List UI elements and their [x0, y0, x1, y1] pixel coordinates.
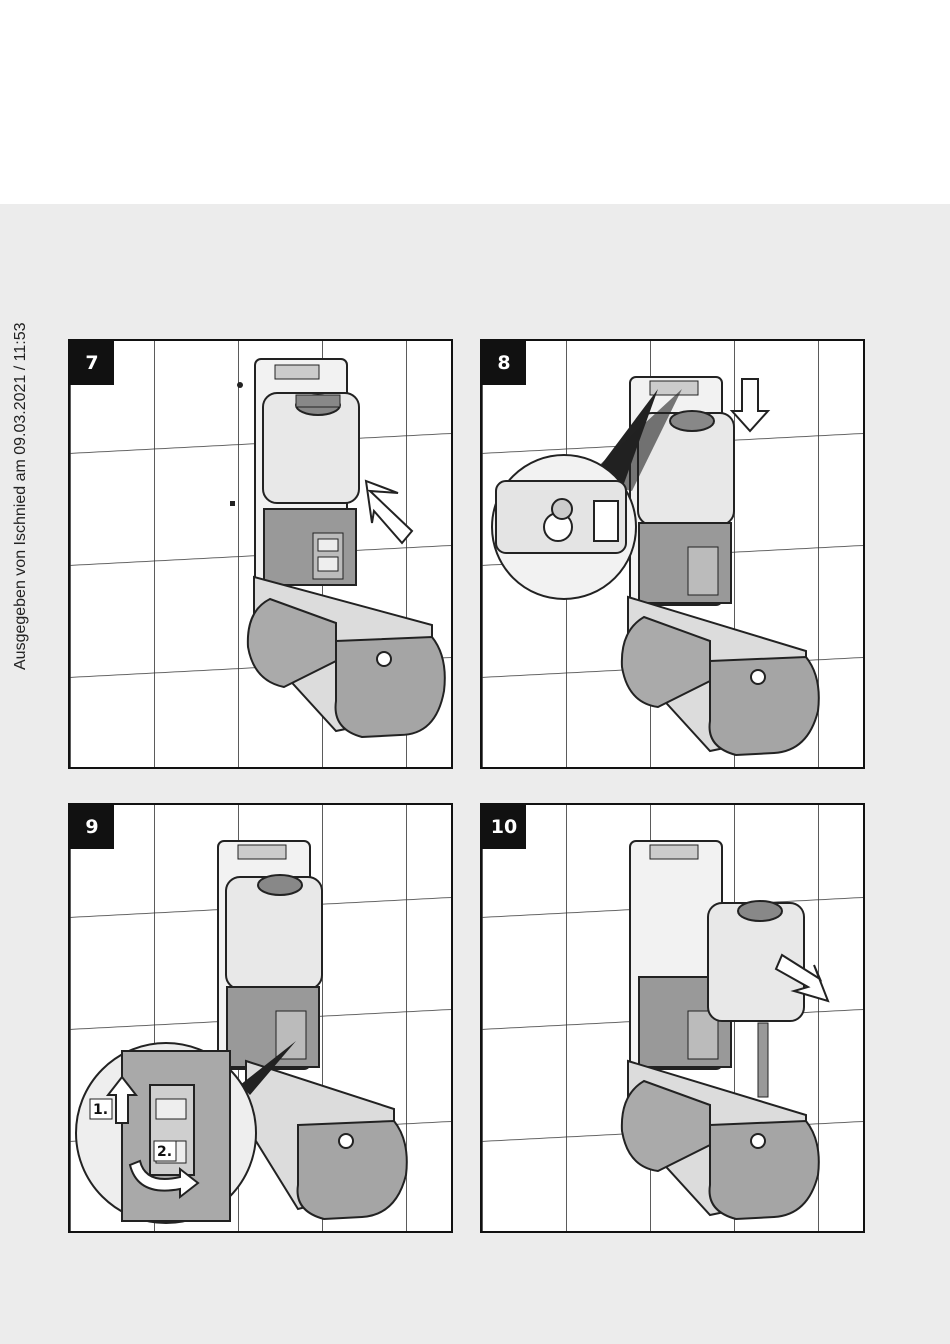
- step-9-illustration: 1. 2.: [70, 805, 451, 1231]
- step-8-number: 8: [482, 341, 526, 385]
- issued-note-text: Ausgegeben von Ischnied am 09.03.2021 / …: [12, 322, 30, 670]
- step-7-panel: 7: [68, 339, 453, 769]
- step-7-number: 7: [70, 341, 114, 385]
- step-10-illustration: [482, 805, 863, 1231]
- callout-1-label: 1.: [93, 1102, 108, 1118]
- step-10-number: 10: [482, 805, 526, 849]
- step-9-panel: 9 1. 2.: [68, 803, 453, 1233]
- step-9-number: 9: [70, 805, 114, 849]
- step-8-illustration: [482, 341, 863, 767]
- step-7-illustration: [70, 341, 451, 767]
- step-10-panel: 10: [480, 803, 865, 1233]
- step-8-panel: 8: [480, 339, 865, 769]
- callout-2-label: 2.: [157, 1144, 172, 1160]
